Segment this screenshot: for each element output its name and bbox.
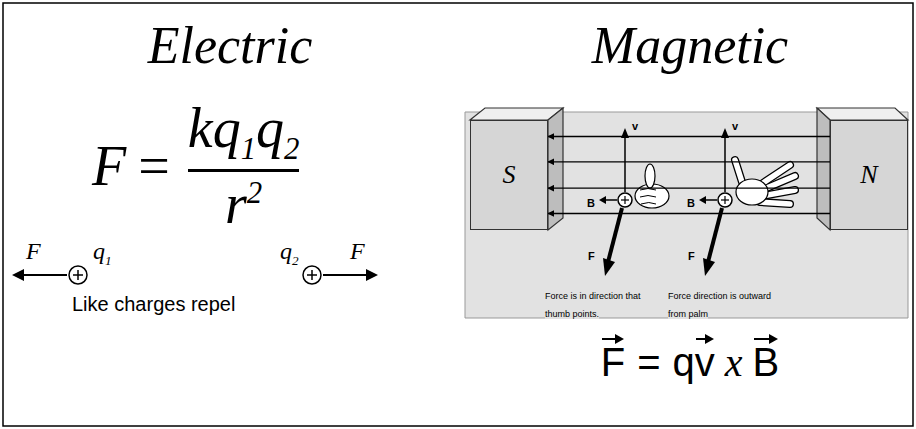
fist-hand — [635, 164, 669, 208]
fraction-numerator: kq1q2 — [188, 98, 300, 167]
force-label: F — [26, 238, 41, 264]
force-arrow — [703, 208, 722, 276]
force-label: F — [350, 238, 365, 266]
charge-symbol — [718, 193, 732, 207]
formula-symbol: B — [753, 334, 780, 390]
field-arrow — [699, 196, 717, 204]
magnet-pole-label: S — [503, 160, 516, 190]
vector-label: B — [586, 197, 596, 209]
charge-label: q1 — [93, 238, 112, 268]
formula-symbol: r — [225, 173, 247, 235]
vector-label: v — [631, 120, 639, 132]
panel-heading: Electric — [30, 16, 430, 76]
field-line — [548, 136, 830, 137]
vector-label: F — [587, 250, 596, 262]
rule-note: Force direction is outward from palm — [668, 285, 783, 321]
vector-label: v — [631, 116, 639, 134]
field-line — [548, 213, 830, 214]
formula-subscript: 1 — [241, 132, 256, 166]
charge-label: q — [93, 238, 105, 264]
formula-symbol: = — [138, 135, 170, 197]
field-line — [548, 188, 830, 189]
charge-subscript: 1 — [105, 253, 112, 268]
formula-symbol: q — [673, 334, 695, 390]
charge-label: q — [280, 238, 292, 264]
magnet-side-face — [548, 108, 563, 230]
rule-note: Force is in direction that thumb points. — [545, 285, 660, 321]
fraction-denominator: r2 — [188, 174, 300, 236]
rule-note: Force is in direction that thumb points. — [545, 291, 641, 319]
south-magnet: S — [470, 120, 548, 230]
vector-label: F — [687, 246, 696, 264]
charge-subscript: 2 — [292, 253, 299, 268]
formula-symbol: kq — [188, 97, 241, 159]
caption-note: Like charges repel — [72, 293, 235, 315]
charge-symbol — [303, 266, 321, 284]
field-line — [548, 161, 830, 162]
velocity-arrow — [721, 128, 729, 192]
field-arrow — [599, 196, 617, 204]
vector-label: B — [686, 197, 696, 209]
velocity-arrow — [621, 128, 629, 192]
force-label: F — [350, 238, 365, 264]
vector-label: v — [731, 120, 739, 132]
panel-heading: Magnetic — [592, 17, 788, 74]
magnet-side-face — [817, 108, 830, 230]
force-arrow — [323, 269, 378, 281]
magnet-pole-label: N — [860, 160, 877, 190]
vector-label: B — [686, 193, 696, 211]
rule-note: Force direction is outward from palm — [668, 291, 771, 319]
caption-note: Like charges repel — [72, 292, 235, 316]
vector-label: F — [687, 250, 696, 262]
open-hand — [735, 160, 795, 205]
ground-plane — [465, 112, 908, 318]
panel-heading: Electric — [148, 17, 313, 74]
formula-lhs: F= — [92, 136, 182, 198]
vector-label: B — [586, 193, 596, 211]
formula-symbol: q — [256, 97, 284, 159]
magnet-top-face — [470, 108, 563, 120]
vector-label: F — [587, 246, 596, 264]
force-label: F — [26, 238, 41, 266]
coulomb-formula: F= kq1q2 r2 — [92, 98, 299, 236]
formula-symbol: F — [92, 135, 126, 197]
charge-symbol — [69, 266, 87, 284]
lorentz-formula: F=qvxB — [470, 330, 910, 390]
formula-symbol: F — [601, 334, 625, 390]
charge-symbol — [618, 193, 632, 207]
formula-symbol: v — [695, 334, 715, 390]
panel-heading: Magnetic — [470, 16, 910, 76]
formula-fraction: kq1q2 r2 — [188, 98, 300, 236]
cross-product-sign: x — [725, 339, 743, 386]
force-arrow — [12, 269, 67, 281]
fraction-bar — [188, 169, 300, 172]
formula-symbol: = — [637, 334, 660, 390]
force-arrow — [603, 208, 622, 276]
north-magnet: N — [830, 120, 908, 230]
outer-frame — [3, 3, 913, 426]
formula-subscript: 2 — [284, 132, 299, 166]
charge-label: q2 — [280, 238, 299, 268]
vector-label: v — [731, 116, 739, 134]
magnet-top-face — [817, 108, 908, 120]
formula-exponent: 2 — [247, 176, 262, 210]
